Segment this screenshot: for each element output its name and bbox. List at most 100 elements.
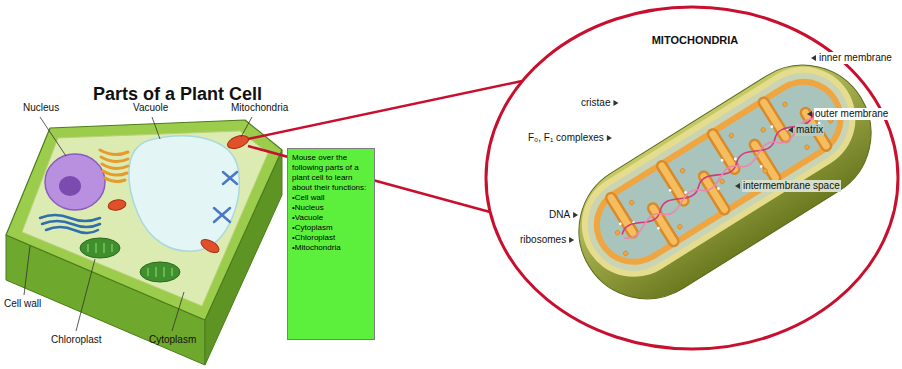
part-label: ribosomes — [519, 234, 567, 246]
leader-lines — [76, 259, 95, 331]
f-complexes — [759, 164, 763, 168]
mitochondrion-illustration — [570, 55, 866, 288]
leader-lines — [152, 117, 160, 139]
part-label: intermembrane space — [742, 180, 841, 192]
nucleus — [45, 154, 105, 210]
mitochondrion-illustration — [553, 40, 896, 325]
cristae-folds — [713, 134, 735, 169]
centrioles — [214, 172, 237, 222]
pointer-triangle — [613, 100, 618, 106]
ribosomes — [629, 199, 635, 205]
cell-mitochondria — [107, 199, 126, 212]
ribosomes — [804, 144, 810, 150]
mitochondrion-illustration — [553, 40, 896, 325]
info-box: Mouse over the following parts of a plan… — [287, 148, 375, 340]
part-label: Cytoplasm — [148, 334, 197, 346]
chloroplasts — [88, 243, 112, 253]
chloroplasts — [171, 268, 173, 276]
endoplasmic-reticulum — [46, 227, 98, 233]
pointer-triangle — [807, 111, 812, 117]
leader-lines — [241, 117, 252, 137]
ribosomes — [623, 250, 629, 256]
centrioles — [214, 208, 230, 222]
ribosomes — [599, 84, 839, 262]
f-complexes — [618, 222, 622, 226]
part-label: DNA — [548, 209, 571, 221]
ribosomes — [679, 168, 685, 174]
f-complexes — [617, 103, 824, 248]
chloroplasts — [155, 267, 157, 277]
vacuole — [129, 136, 239, 251]
chloroplasts — [147, 268, 149, 276]
part-label: matrix — [795, 124, 824, 136]
list-item: •Nucleus — [292, 203, 370, 213]
cell-mitochondria — [199, 237, 221, 256]
cristae-folds — [764, 102, 786, 137]
leader-lines — [24, 117, 252, 331]
chloroplasts — [95, 243, 97, 253]
golgi-body — [100, 150, 128, 155]
list-item: •Cell wall — [292, 193, 370, 203]
ribosomes — [728, 132, 734, 138]
part-label: cristae — [580, 97, 611, 109]
part-label: outer membrane — [814, 108, 889, 120]
cristae-folds — [704, 176, 725, 209]
chloroplasts — [87, 244, 89, 252]
cristae-folds — [764, 102, 786, 137]
ribosomes — [762, 168, 768, 174]
centrioles — [223, 172, 237, 184]
leader-lines — [172, 292, 184, 331]
cell-mitochondria — [226, 133, 250, 151]
part-label: Mitochondria — [230, 102, 289, 114]
golgi-body — [102, 164, 128, 169]
cristae-folds — [704, 176, 725, 209]
pointer-triangle — [607, 135, 612, 141]
box-text: Mouse over the following parts of a plan… — [292, 153, 370, 193]
part-label: Chloroplast — [50, 334, 103, 346]
f-complexes — [668, 188, 672, 192]
cristae-folds — [611, 87, 826, 258]
list-item: •Mitochondria — [292, 243, 370, 253]
endoplasmic-reticulum — [42, 221, 100, 227]
list-item: •Vacuole — [292, 213, 370, 223]
cristae-folds — [713, 134, 735, 169]
leader-lines — [24, 246, 30, 295]
cristae-folds — [611, 87, 826, 258]
chloroplasts — [103, 243, 105, 253]
inset-title: MITOCHONDRIA — [651, 34, 740, 46]
mitochondrion-illustration — [579, 64, 859, 280]
zoom-ellipse — [486, 7, 898, 349]
f-complexes — [716, 187, 720, 191]
part-label: Cell wall — [3, 298, 42, 310]
cell-mitochondria — [107, 133, 250, 255]
f-complexes — [720, 158, 724, 162]
dna-strand — [620, 110, 817, 238]
leader-lines — [40, 117, 66, 156]
cell-wall — [6, 120, 282, 320]
ribosomes — [719, 178, 725, 184]
ribosomes — [782, 101, 788, 107]
list-item: •Cytoplasm — [292, 223, 370, 233]
part-label: Vacuole — [132, 102, 169, 114]
part-label: F₀, F₁ complexes — [527, 132, 605, 144]
chloroplasts — [140, 262, 180, 282]
dna-strand — [622, 114, 819, 242]
ribosomes — [677, 224, 683, 230]
pointer-triangle — [735, 183, 740, 189]
list-item: •Chloroplast — [292, 233, 370, 243]
ribosomes — [614, 229, 620, 235]
pointer-triangle — [811, 55, 816, 61]
centrioles — [223, 172, 237, 184]
chloroplasts — [163, 267, 165, 277]
pointer-triangle — [573, 212, 578, 218]
plant-cell — [6, 120, 282, 365]
golgi-body — [101, 157, 128, 162]
f-complexes — [656, 226, 660, 230]
chloroplasts — [80, 238, 120, 258]
cristae-folds — [611, 87, 826, 258]
pointer-triangle — [569, 237, 574, 243]
chloroplasts — [148, 267, 172, 277]
golgi-body — [105, 178, 125, 182]
